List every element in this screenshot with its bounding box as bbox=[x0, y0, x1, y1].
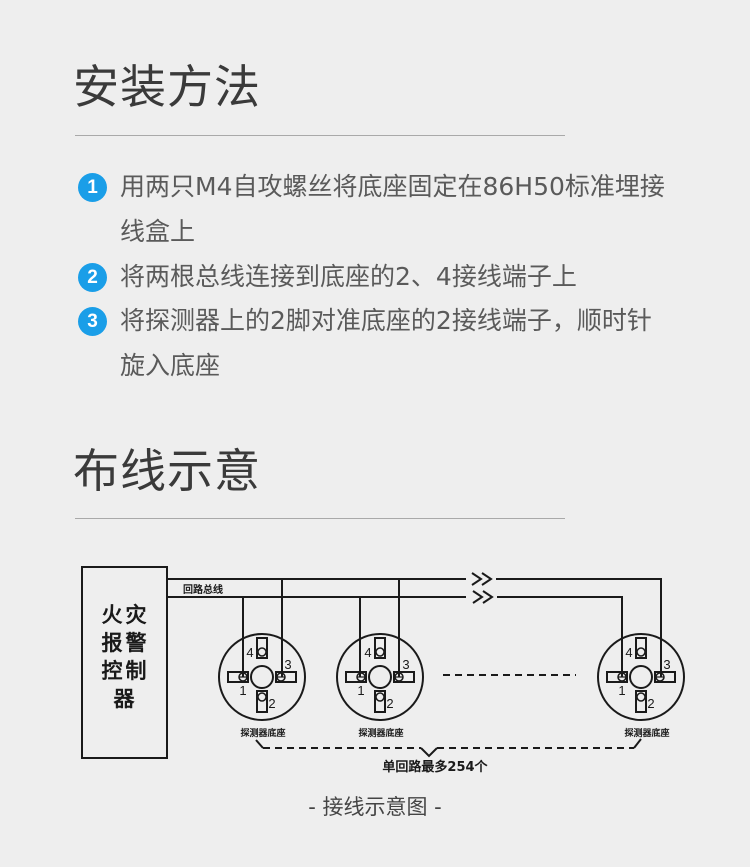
detector-base-label: 探测器底座 bbox=[240, 727, 285, 739]
controller-label-char: 火 bbox=[102, 603, 123, 627]
continuation-arrow-icon bbox=[472, 590, 493, 604]
step-number-badge: 3 bbox=[78, 307, 107, 336]
continuation-arrow-icon bbox=[471, 572, 492, 586]
terminal-label: 2 bbox=[386, 696, 393, 711]
terminal-label: 2 bbox=[268, 696, 275, 711]
fire-alarm-controller: 火 灾 报 警 控 制 器 bbox=[81, 566, 168, 759]
detector-base-1 bbox=[218, 633, 306, 721]
step-text-line: 线盒上 bbox=[120, 217, 196, 246]
detector-base-label: 探测器底座 bbox=[624, 727, 669, 739]
terminal-label: 4 bbox=[364, 645, 371, 660]
terminal-label: 3 bbox=[284, 657, 291, 672]
detector-base-2 bbox=[336, 633, 424, 721]
controller-label-char: 灾 bbox=[126, 603, 148, 627]
terminal-label: 3 bbox=[402, 657, 409, 672]
count-bracket bbox=[255, 738, 642, 758]
detector-base-3 bbox=[597, 633, 685, 721]
max-count-note: 单回路最多254个 bbox=[382, 759, 488, 775]
terminal-label: 4 bbox=[625, 645, 632, 660]
terminal-label: 2 bbox=[647, 696, 654, 711]
controller-label-char: 控 bbox=[102, 659, 123, 683]
wiring-divider bbox=[75, 518, 565, 519]
diagram-caption: - 接线示意图 - bbox=[308, 795, 442, 819]
terminal-label: 3 bbox=[663, 657, 670, 672]
step-text-line: 旋入底座 bbox=[120, 351, 221, 380]
terminal-label: 4 bbox=[246, 645, 253, 660]
loop-bus bbox=[167, 578, 662, 677]
step-number-badge: 1 bbox=[78, 173, 107, 202]
controller-label-char: 制 bbox=[126, 659, 147, 683]
controller-label-char: 警 bbox=[125, 631, 147, 655]
step-text-line: 将两根总线连接到底座的2、4接线端子上 bbox=[120, 262, 577, 291]
install-section-title: 安装方法 bbox=[73, 60, 261, 114]
terminal-label: 1 bbox=[618, 683, 625, 698]
step-text-line: 用两只M4自攻螺丝将底座固定在86H50标准埋接 bbox=[120, 172, 665, 201]
install-divider bbox=[75, 135, 565, 136]
detector-base-label: 探测器底座 bbox=[358, 727, 403, 739]
wiring-section-title: 布线示意 bbox=[73, 444, 261, 498]
controller-label-char: 器 bbox=[113, 687, 136, 711]
step-text-line: 将探测器上的2脚对准底座的2接线端子，顺时针 bbox=[120, 306, 652, 335]
terminal-label: 1 bbox=[239, 683, 246, 698]
step-number-badge: 2 bbox=[78, 263, 107, 292]
controller-label-char: 报 bbox=[102, 631, 123, 655]
terminal-label: 1 bbox=[357, 683, 364, 698]
bus-label: 回路总线 bbox=[183, 583, 223, 596]
